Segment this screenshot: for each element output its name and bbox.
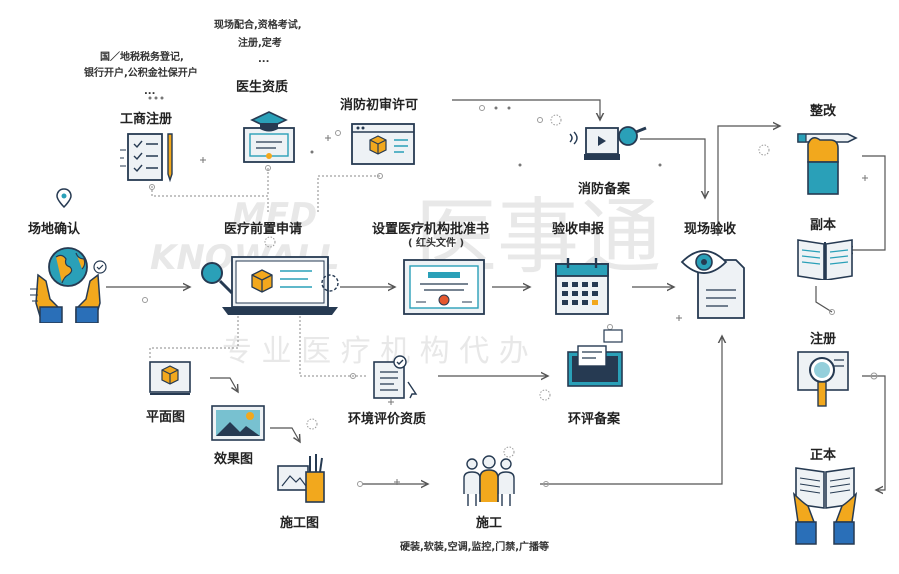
business-reg-detail-1: 国／地税税务登记, (100, 52, 184, 63)
certificate-icon (403, 259, 485, 315)
watermark-brand-1: MED (232, 196, 318, 236)
doctor-qual-detail-1: 现场配合,资格考试, (214, 20, 302, 31)
projector-magnifier-icon (569, 126, 647, 160)
floor-plan-icon (149, 361, 191, 395)
browser-box-icon (351, 123, 415, 165)
label-pre-apply: 医疗前置申请 (224, 222, 303, 237)
doctor-qual-detail-2: 注册,定考 (238, 38, 282, 49)
graduation-certificate-icon (243, 111, 295, 163)
monitor-chat-icon (567, 329, 623, 387)
laptop-magnifier-icon (201, 256, 339, 315)
label-fire-initial: 消防初审许可 (340, 98, 419, 113)
document-pen-icon (120, 133, 173, 183)
label-doctor-qual: 医生资质 (236, 80, 289, 95)
location-pin-icon (56, 188, 72, 208)
eye-document-icon (680, 250, 745, 319)
label-construction-plan: 施工图 (280, 516, 320, 531)
label-approval-sub: ( 红头文件 ) (408, 238, 465, 249)
label-floor-plan: 平面图 (146, 410, 186, 425)
magnifier-document-icon (797, 351, 849, 407)
label-accept-report: 验收申报 (552, 222, 605, 237)
label-business-reg: 工商注册 (120, 112, 173, 127)
label-onsite-accept: 现场验收 (684, 222, 737, 237)
label-rectify: 整改 (810, 104, 837, 119)
label-construction: 施工 (476, 516, 503, 531)
image-frame-icon (211, 405, 265, 441)
open-book-icon (797, 239, 853, 280)
workers-group-icon (463, 455, 515, 506)
label-effect-pic: 效果图 (214, 452, 254, 467)
globe-hands-icon (30, 247, 107, 323)
construction-detail: 硬装,软装,空调,监控,门禁,广播等 (400, 542, 549, 553)
document-check-icon (373, 355, 418, 399)
label-env-qual: 环境评价资质 (348, 412, 427, 427)
business-reg-detail-2: 银行开户,公积金社保开户 (84, 68, 198, 79)
business-reg-more: ... (144, 86, 156, 97)
hand-pencil-icon (797, 133, 858, 195)
calendar-icon (555, 258, 609, 315)
doctor-qual-more: ... (258, 54, 270, 65)
label-site-confirm: 场地确认 (28, 222, 81, 237)
blueprint-tools-icon (277, 454, 325, 503)
label-approval-doc: 设置医疗机构批准书 (372, 222, 490, 237)
label-original-book: 正本 (810, 448, 837, 463)
label-copy-book: 副本 (810, 218, 837, 233)
hands-book-icon (792, 467, 858, 545)
label-fire-record: 消防备案 (578, 182, 631, 197)
label-env-record: 环评备案 (568, 412, 621, 427)
label-register: 注册 (810, 332, 837, 347)
